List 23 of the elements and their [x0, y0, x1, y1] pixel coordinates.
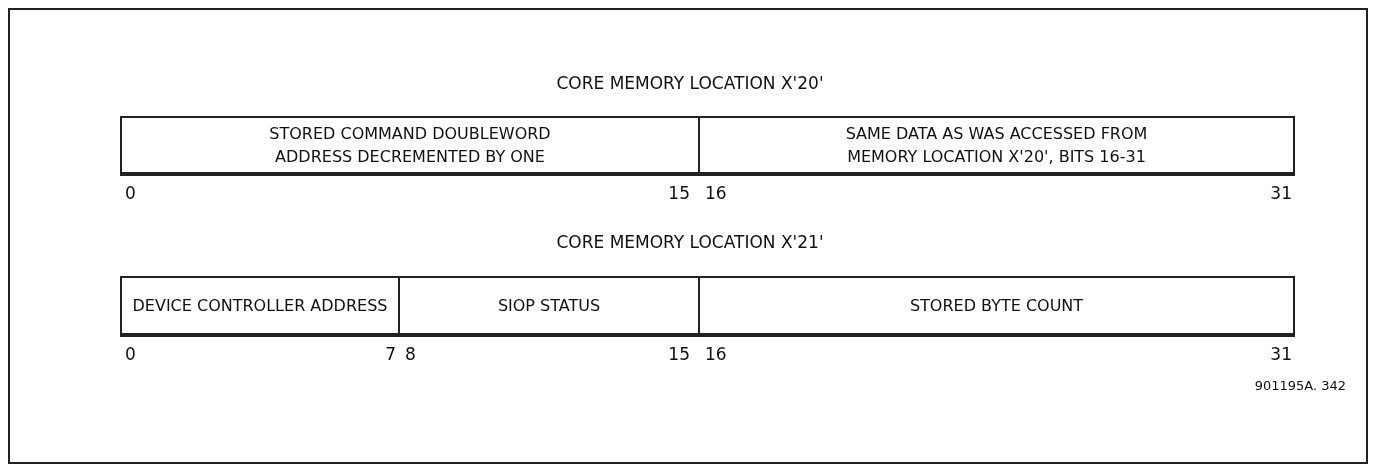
bit-number: 0: [125, 344, 136, 364]
register-field: [398, 276, 700, 337]
figure-number: 901195A. 342: [1254, 378, 1346, 393]
bit-number: 7: [385, 344, 396, 364]
bit-number: 15: [668, 183, 690, 203]
field-label: SAME DATA AS WAS ACCESSED FROM MEMORY LOCATION X'20', BITS 16-31: [844, 123, 1149, 168]
field-label: STORED BYTE COUNT: [908, 295, 1085, 317]
location-heading: CORE MEMORY LOCATION X'21': [556, 232, 824, 252]
bit-number: 16: [705, 183, 727, 203]
bit-number: 31: [1270, 344, 1292, 364]
register-field: [698, 276, 1295, 337]
bit-number: 0: [125, 183, 136, 203]
register-field: [698, 116, 1295, 176]
field-label: DEVICE CONTROLLER ADDRESS: [131, 295, 389, 317]
register-field: [120, 116, 700, 176]
bit-number: 16: [705, 344, 727, 364]
field-label: SIOP STATUS: [496, 295, 602, 317]
register-field: [120, 276, 400, 337]
location-heading: CORE MEMORY LOCATION X'20': [556, 73, 824, 93]
bit-number: 15: [668, 344, 690, 364]
bit-number: 8: [405, 344, 416, 364]
field-label: STORED COMMAND DOUBLEWORD ADDRESS DECREMENTED BY ONE: [268, 123, 552, 168]
bit-number: 31: [1270, 183, 1292, 203]
